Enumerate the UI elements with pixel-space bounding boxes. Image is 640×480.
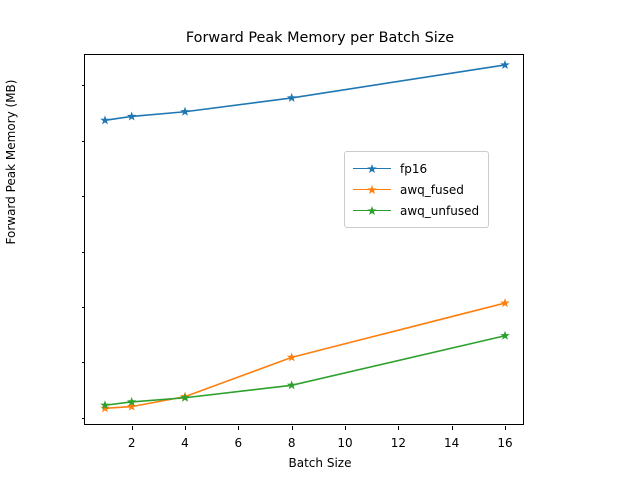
x-axis-label: Batch Size (288, 456, 352, 470)
y-tick-mark (81, 140, 85, 142)
marker-awq_fused (100, 403, 110, 413)
legend-star-icon (367, 163, 377, 173)
legend-item-fp16[interactable]: fp16 (353, 158, 479, 179)
x-tick-mark (131, 426, 133, 430)
line-awq_unfused (104, 334, 506, 407)
legend-swatch-fp16 (353, 163, 391, 175)
y-tick-mark (81, 196, 85, 198)
x-tick-mark (238, 426, 240, 430)
series-lines (100, 59, 510, 413)
legend-item-awq_unfused[interactable]: awq_unfused (353, 200, 479, 221)
series-awq_fused (100, 298, 510, 413)
marker-fp16 (180, 106, 190, 116)
marker-awq_fused (500, 298, 510, 308)
line-fp16 (104, 64, 506, 122)
x-tick-label: 2 (127, 436, 136, 450)
marker-fp16 (500, 59, 510, 70)
y-tick-mark (81, 362, 85, 364)
y-tick-mark (81, 85, 85, 87)
legend-star-icon (367, 184, 377, 194)
y-tick-mark (81, 417, 85, 419)
line-awq_fused (104, 302, 506, 410)
marker-fp16 (286, 92, 297, 102)
marker-awq_unfused (180, 392, 190, 402)
x-tick-label: 16 (497, 436, 513, 450)
y-tick-mark (81, 306, 85, 308)
series-fp16 (100, 59, 510, 125)
marker-awq_unfused (100, 400, 110, 410)
marker-awq_fused (126, 401, 137, 411)
x-tick-mark (345, 426, 346, 430)
marker-awq_unfused (286, 380, 297, 390)
marker-awq_unfused (126, 396, 137, 406)
series-awq_unfused (100, 330, 510, 410)
x-tick-mark (185, 426, 186, 430)
x-tick-label: 14 (444, 436, 460, 450)
chart-title: Forward Peak Memory per Batch Size (185, 30, 455, 46)
legend-swatch-awq_unfused (353, 205, 391, 217)
marker-awq_unfused (500, 330, 510, 340)
x-tick-label: 10 (337, 436, 353, 450)
legend-label: awq_fused (400, 182, 464, 197)
marker-fp16 (126, 111, 137, 121)
x-tick-mark (451, 426, 453, 430)
marker-fp16 (100, 115, 110, 125)
x-tick-mark (291, 426, 293, 430)
legend-label: awq_unfused (400, 203, 480, 218)
y-tick-mark (81, 251, 85, 253)
legend-label: fp16 (400, 161, 428, 176)
x-tick-mark (505, 426, 506, 430)
legend-star-icon (367, 205, 377, 215)
x-tick-label: 6 (234, 436, 243, 450)
x-tick-label: 8 (287, 436, 296, 450)
y-axis-label: Forward Peak Memory (MB) (4, 79, 18, 245)
plot-area: 6000800010000120001400016000180002468101… (81, 54, 524, 450)
legend-swatch-awq_fused (353, 184, 391, 196)
x-tick-label: 12 (390, 436, 406, 450)
x-tick-label: 4 (181, 436, 189, 450)
legend-item-awq_fused[interactable]: awq_fused (353, 179, 479, 200)
chart-legend: fp16 awq_fused awq_unfused (344, 151, 490, 228)
marker-awq_fused (286, 352, 297, 362)
x-tick-mark (398, 426, 400, 430)
